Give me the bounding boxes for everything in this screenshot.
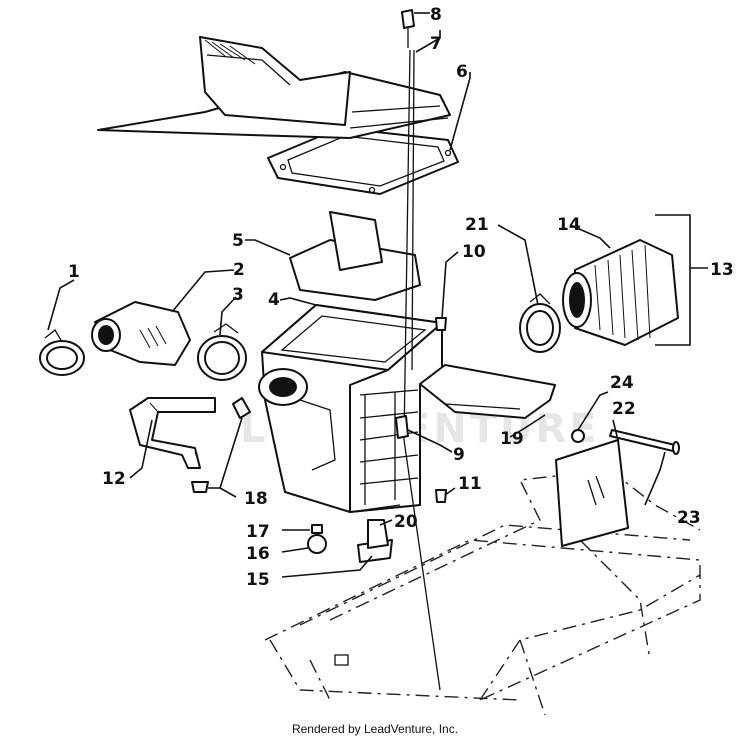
callout-labels: 8 7 6 5 4 1 2 3 10 21 14 13 12 18 17 16 … [68, 5, 734, 590]
callout-4: 4 [268, 290, 280, 310]
callout-5: 5 [232, 231, 244, 251]
callout-15: 15 [246, 570, 270, 590]
callout-23: 23 [677, 508, 701, 528]
callout-8: 8 [430, 5, 442, 25]
part-21-clamp [519, 293, 561, 353]
leader-lines [47, 12, 708, 578]
callout-10: 10 [462, 242, 486, 262]
callout-20: 20 [394, 512, 418, 532]
callout-6: 6 [456, 62, 468, 82]
callout-2: 2 [233, 260, 245, 280]
callout-13: 13 [710, 260, 734, 280]
callout-19: 19 [500, 429, 524, 449]
callout-17: 17 [246, 522, 270, 542]
part-10-11-fasteners [435, 317, 447, 503]
part-2-intake-boot [91, 301, 191, 366]
part-12-hose [129, 397, 216, 469]
callout-22: 22 [612, 399, 636, 419]
part-14-filter [562, 239, 679, 346]
callout-3: 3 [232, 285, 244, 305]
callout-11: 11 [458, 474, 482, 494]
callout-12: 12 [102, 469, 126, 489]
render-credit: Rendered by LeadVenture, Inc. [291, 722, 459, 736]
part-4-airbox [258, 304, 443, 513]
callout-9: 9 [453, 445, 465, 465]
part-8-9-rod [395, 9, 441, 691]
callout-18: 18 [244, 489, 268, 509]
part-23-bolt [609, 429, 680, 455]
part-3-clamp [197, 323, 247, 381]
part-18-clamps [191, 397, 251, 493]
part-24-nut [571, 429, 585, 443]
callout-16: 16 [246, 544, 270, 564]
callout-7: 7 [430, 34, 442, 54]
callout-24: 24 [610, 373, 634, 393]
part-5-intake-cover [97, 36, 451, 301]
part-1-clamp [39, 329, 85, 376]
part-20-housing-base [349, 504, 401, 513]
part-15-16-17-mount [307, 519, 393, 563]
callout-21: 21 [465, 215, 489, 235]
part-22-plate [555, 439, 629, 547]
callout-1: 1 [68, 262, 80, 282]
part-6-gasket [267, 127, 459, 195]
part-19-bracket [419, 364, 556, 419]
callout-14: 14 [557, 215, 581, 235]
